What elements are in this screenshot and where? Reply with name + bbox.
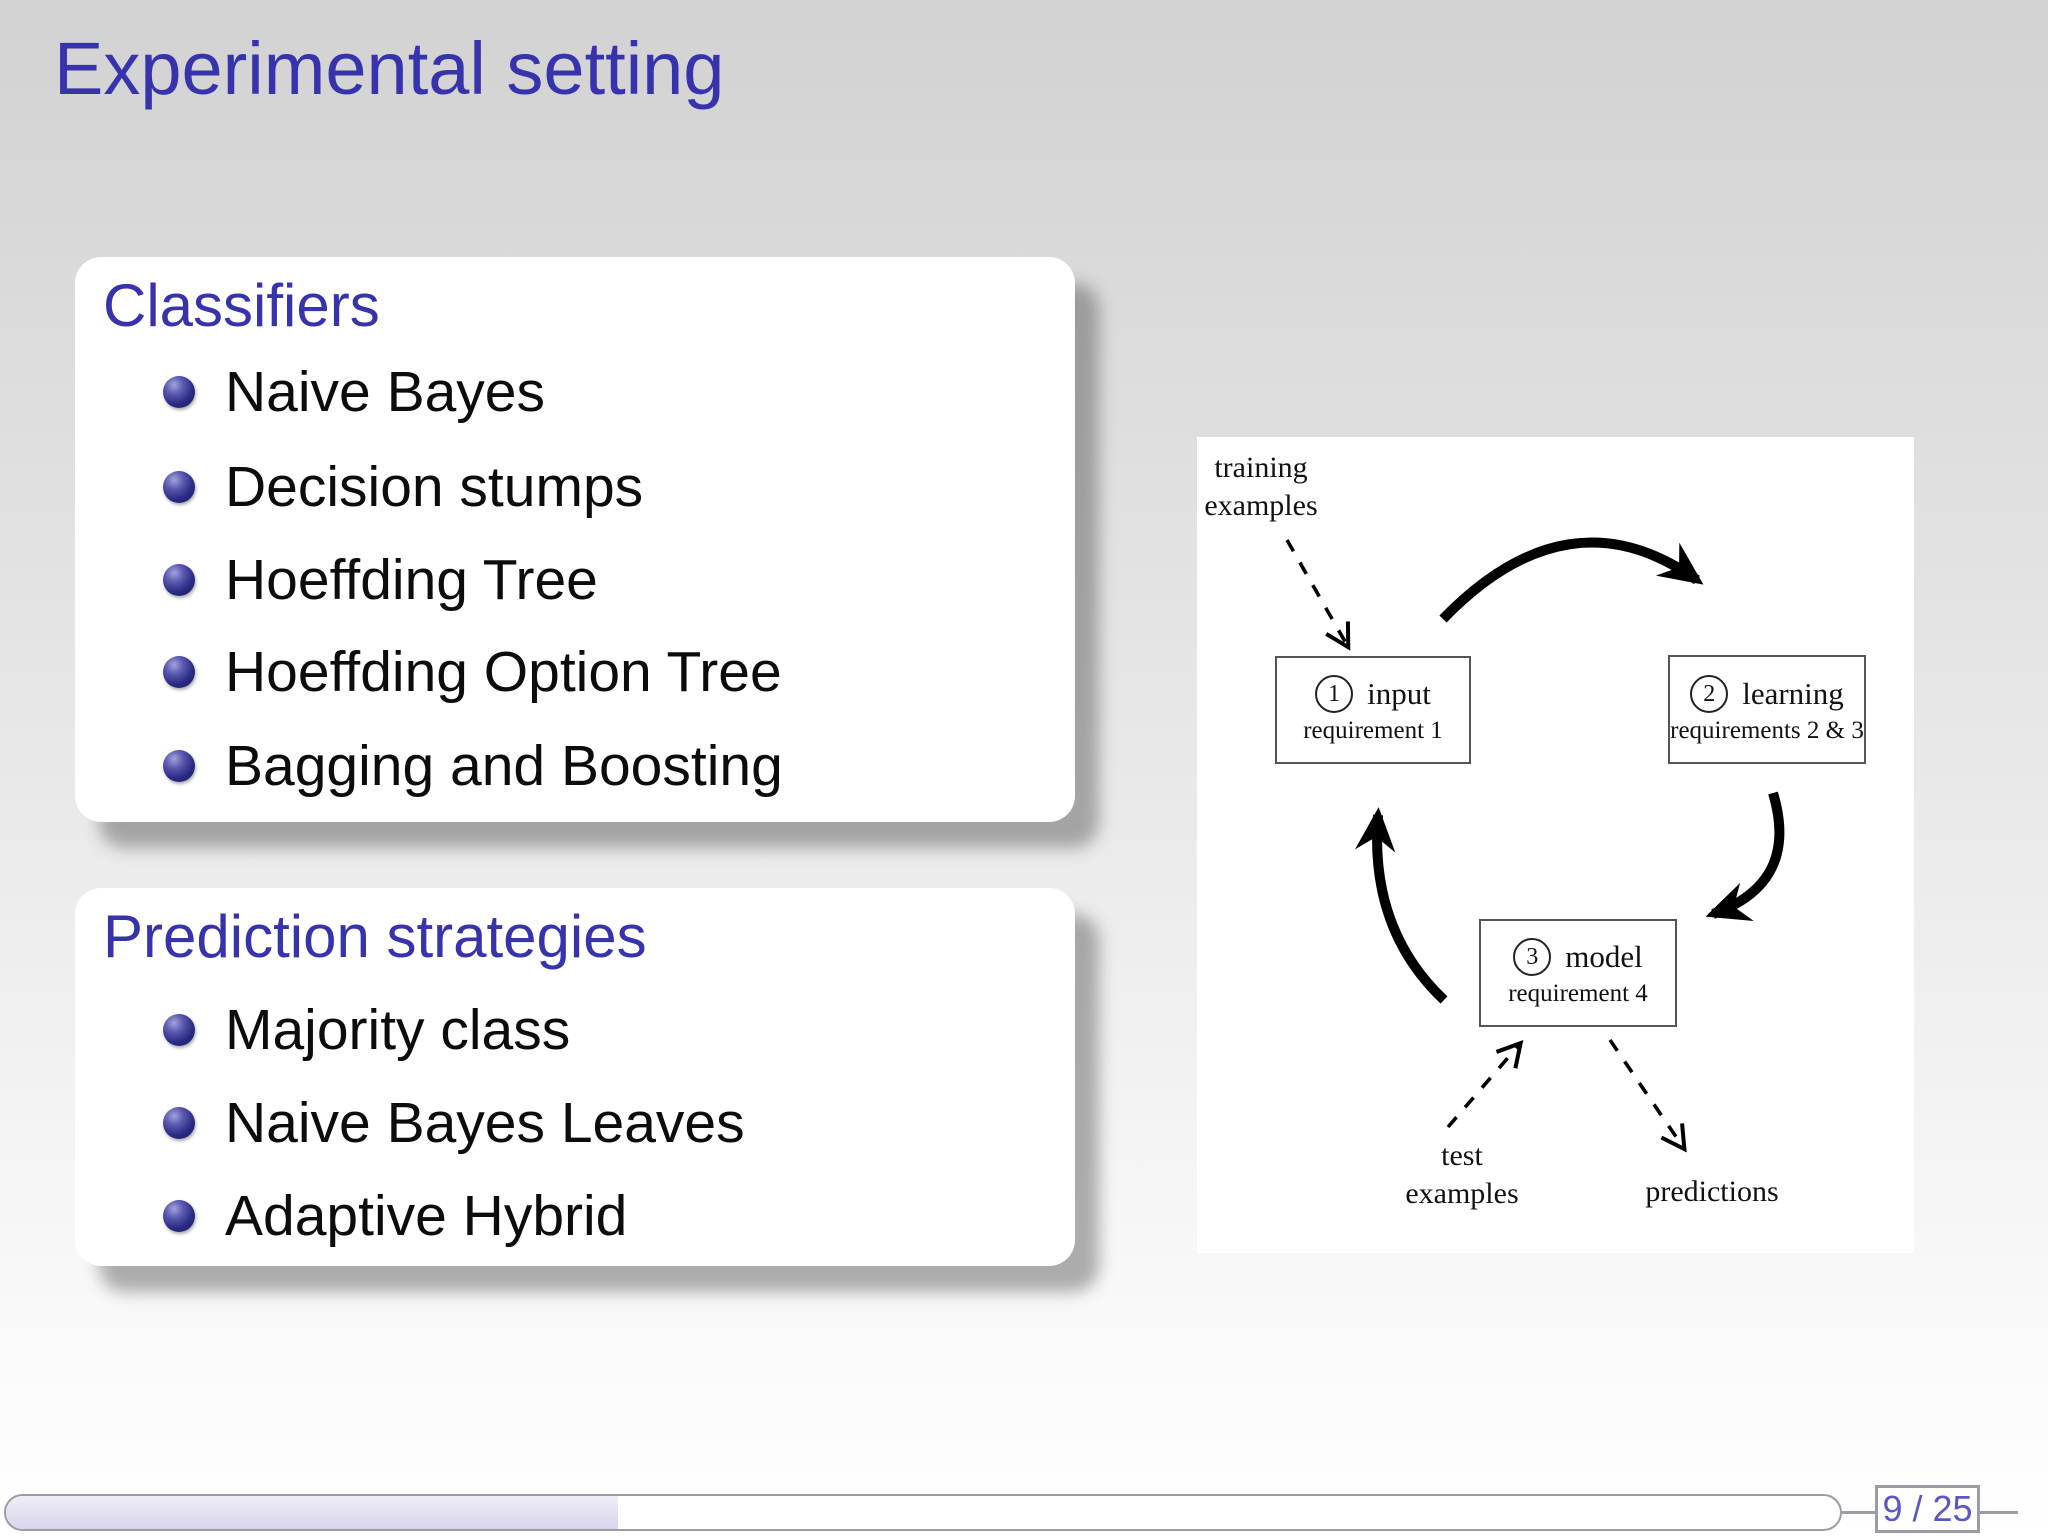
list-item-label: Bagging and Boosting <box>225 734 783 798</box>
bullet-sphere-icon <box>163 471 195 503</box>
list-item: Adaptive Hybrid <box>163 1184 627 1248</box>
model-step-box: 3 model requirement 4 <box>1479 919 1677 1027</box>
slide-title: Experimental setting <box>54 27 725 110</box>
arrow-test-to-model <box>1446 1039 1524 1129</box>
learning-cycle-diagram: training examples 1 input requirement 1 … <box>1197 437 1914 1253</box>
arrow-model-to-input <box>1354 807 1448 1004</box>
learning-step-box: 2 learning requirements 2 & 3 <box>1668 655 1866 764</box>
list-item-label: Majority class <box>225 998 571 1062</box>
step-2-number-icon: 2 <box>1690 674 1729 713</box>
test-label-line2: examples <box>1405 1177 1519 1210</box>
list-item: Bagging and Boosting <box>163 734 783 798</box>
classifiers-heading: Classifiers <box>103 272 380 339</box>
arrow-model-to-predictions <box>1608 1038 1687 1153</box>
bullet-sphere-icon <box>163 750 195 782</box>
bullet-sphere-icon <box>163 564 195 596</box>
input-box-subtitle: requirement 1 <box>1303 717 1443 744</box>
list-item-label: Decision stumps <box>225 455 644 519</box>
list-item: Naive Bayes <box>163 360 545 424</box>
training-examples-label: training examples <box>1191 449 1331 525</box>
list-item-label: Naive Bayes <box>225 360 545 424</box>
classifiers-block: Classifiers Naive Bayes Decision stumps … <box>75 257 1075 822</box>
progress-fill <box>6 1496 618 1529</box>
list-item: Hoeffding Option Tree <box>163 640 782 704</box>
diagram-arrows <box>1285 537 1785 1153</box>
list-item-label: Adaptive Hybrid <box>225 1184 628 1248</box>
learning-box-subtitle: requirements 2 & 3 <box>1670 716 1864 744</box>
bullet-sphere-icon <box>163 656 195 688</box>
bullet-sphere-icon <box>163 376 195 408</box>
model-box-subtitle: requirement 4 <box>1508 980 1648 1007</box>
test-examples-label: test examples <box>1402 1137 1522 1213</box>
list-item-label: Naive Bayes Leaves <box>225 1091 745 1155</box>
model-box-title: model <box>1565 939 1643 974</box>
learning-box-title-row: 2 learning <box>1690 674 1844 713</box>
list-item-label: Hoeffding Tree <box>225 548 598 612</box>
input-step-box: 1 input requirement 1 <box>1275 656 1471 764</box>
model-box-title-row: 3 model <box>1513 938 1643 976</box>
input-box-title-row: 1 input <box>1315 675 1431 713</box>
learning-box-title: learning <box>1742 675 1844 711</box>
list-item: Naive Bayes Leaves <box>163 1091 745 1155</box>
input-box-title: input <box>1367 676 1431 711</box>
arrow-input-to-learning <box>1439 537 1704 623</box>
bullet-sphere-icon <box>163 1014 195 1046</box>
list-item: Hoeffding Tree <box>163 548 598 612</box>
test-label-line1: test <box>1441 1139 1483 1172</box>
bullet-sphere-icon <box>163 1107 195 1139</box>
prediction-heading: Prediction strategies <box>103 903 647 970</box>
step-1-number-icon: 1 <box>1315 675 1354 713</box>
arrow-training-to-input <box>1285 539 1351 651</box>
training-label-line2: examples <box>1204 489 1318 522</box>
bullet-sphere-icon <box>163 1200 195 1232</box>
step-3-number-icon: 3 <box>1513 938 1552 976</box>
footer-connector-line <box>1980 1511 2018 1514</box>
training-label-line1: training <box>1214 451 1308 484</box>
list-item: Decision stumps <box>163 455 643 519</box>
footer-connector-line <box>1842 1511 1875 1514</box>
page-number: 9 / 25 <box>1882 1488 1973 1529</box>
page-number-box: 9 / 25 <box>1875 1485 1980 1533</box>
arrow-learning-to-model <box>1705 791 1785 921</box>
predictions-label: predictions <box>1645 1175 1779 1208</box>
list-item-label: Hoeffding Option Tree <box>225 640 782 704</box>
prediction-strategies-block: Prediction strategies Majority class Nai… <box>75 888 1075 1266</box>
slide-progress-bar <box>4 1494 1842 1531</box>
list-item: Majority class <box>163 998 570 1062</box>
